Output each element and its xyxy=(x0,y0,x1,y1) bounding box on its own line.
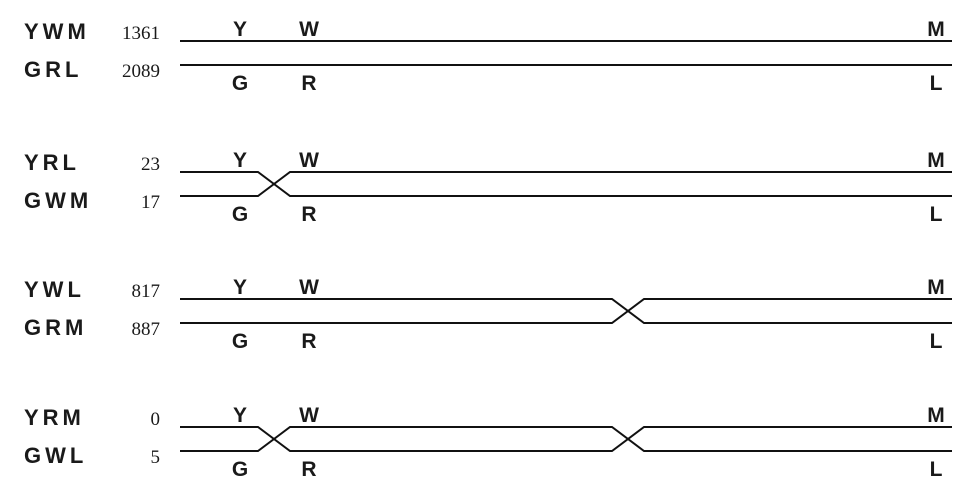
lower-count: 17 xyxy=(141,192,160,213)
upper-locus-label: Y xyxy=(233,404,247,427)
lower-locus-label: R xyxy=(301,458,316,481)
lower-locus-label: L xyxy=(930,458,943,481)
upper-genotype-label: YWL xyxy=(24,277,85,302)
upper-genotype-label: YWM xyxy=(24,19,90,44)
chromosome-strand-upper xyxy=(180,298,952,324)
lower-genotype-label: GRL xyxy=(24,57,82,82)
lower-locus-label: R xyxy=(301,203,316,226)
lower-count: 5 xyxy=(151,447,161,468)
upper-locus-label: W xyxy=(299,18,319,41)
upper-count: 23 xyxy=(141,154,160,175)
chromosome-strand-lower xyxy=(180,426,952,452)
lower-locus-label: L xyxy=(930,72,943,95)
upper-locus-label: Y xyxy=(233,276,247,299)
upper-locus-label: M xyxy=(927,404,945,427)
lower-count: 887 xyxy=(132,319,161,340)
lower-locus-label: L xyxy=(930,203,943,226)
lower-locus-label: G xyxy=(232,72,248,95)
upper-genotype-label: YRM xyxy=(24,405,85,430)
upper-count: 817 xyxy=(132,281,161,302)
upper-count: 1361 xyxy=(122,23,160,44)
chromosome-strand-upper xyxy=(180,426,952,452)
upper-locus-label: M xyxy=(927,276,945,299)
upper-locus-label: W xyxy=(299,149,319,172)
lower-locus-label: L xyxy=(930,330,943,353)
chromosome-strand-lower xyxy=(180,298,952,324)
upper-count: 0 xyxy=(151,409,161,430)
lower-locus-label: R xyxy=(301,72,316,95)
lower-genotype-label: GWM xyxy=(24,188,92,213)
lower-locus-label: G xyxy=(232,203,248,226)
upper-locus-label: M xyxy=(927,18,945,41)
lower-genotype-label: GRM xyxy=(24,315,87,340)
lower-count: 2089 xyxy=(122,61,160,82)
chromosome-strand-lower xyxy=(180,171,952,197)
upper-locus-label: M xyxy=(927,149,945,172)
lower-genotype-label: GWL xyxy=(24,443,87,468)
upper-locus-label: W xyxy=(299,404,319,427)
chromosome-strand-upper xyxy=(180,171,952,197)
upper-locus-label: W xyxy=(299,276,319,299)
lower-locus-label: G xyxy=(232,458,248,481)
upper-genotype-label: YRL xyxy=(24,150,80,175)
upper-locus-label: Y xyxy=(233,149,247,172)
upper-locus-label: Y xyxy=(233,18,247,41)
lower-locus-label: G xyxy=(232,330,248,353)
lower-locus-label: R xyxy=(301,330,316,353)
